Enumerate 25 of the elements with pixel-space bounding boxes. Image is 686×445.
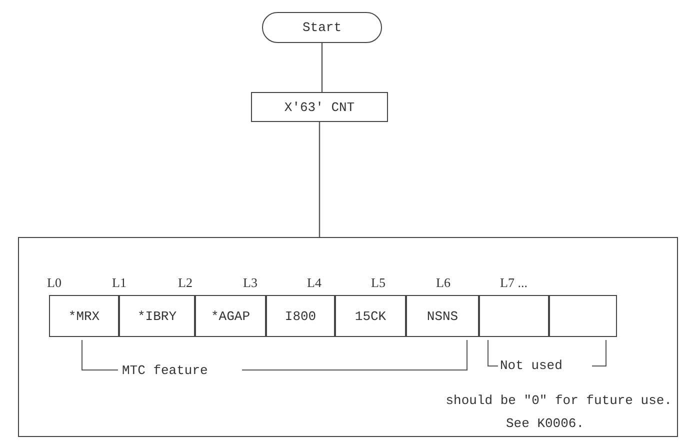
connector-line [318, 122, 320, 237]
process-box: X'63' CNT [251, 92, 388, 122]
column-label: L7 ... [500, 275, 528, 291]
bracket-label: Not used [500, 358, 562, 374]
field-cell: NSNS [406, 295, 479, 337]
empty-box [549, 295, 617, 337]
terminal-box: Start [262, 12, 382, 43]
column-label: L6 [436, 275, 450, 291]
field-cell: I800 [266, 295, 335, 337]
field-cell: 15CK [335, 295, 406, 337]
note-text: See K0006. [506, 416, 584, 432]
container-box [18, 237, 678, 437]
connector-line [321, 43, 323, 92]
bracket-label: MTC feature [122, 363, 208, 379]
empty-box [479, 295, 549, 337]
column-label: L2 [178, 275, 192, 291]
note-text: should be "0" for future use. [446, 393, 672, 409]
column-label: L1 [112, 275, 126, 291]
column-label: L4 [307, 275, 322, 291]
field-cell: *MRX [49, 295, 119, 337]
column-label: L5 [371, 275, 386, 291]
column-label: L3 [243, 275, 258, 291]
column-label: L0 [47, 275, 62, 291]
field-cell: *IBRY [119, 295, 195, 337]
field-cell: *AGAP [195, 295, 266, 337]
